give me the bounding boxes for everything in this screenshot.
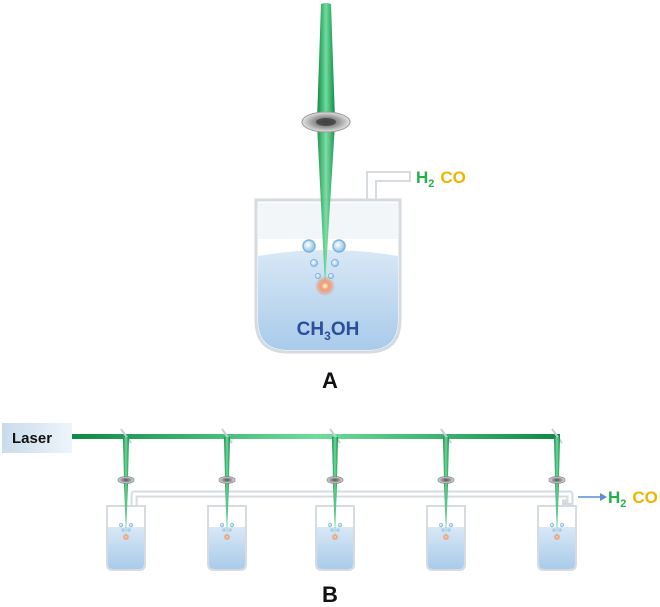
mirror-icon (120, 428, 132, 444)
h2-subscript-b: 2 (620, 498, 626, 510)
bubble-icon (447, 528, 451, 532)
bubble-icon (219, 522, 225, 528)
output-arrowhead (600, 493, 607, 501)
solution-label: CH3OH (297, 319, 360, 343)
lens-icon (326, 476, 344, 484)
plasma-glow-icon (315, 276, 335, 296)
plasma-glow-icon (553, 533, 561, 541)
bubble-icon (330, 528, 334, 532)
laser-beam-focused (124, 482, 128, 537)
methanol-solution (209, 527, 245, 569)
bubble-icon (559, 522, 565, 528)
bubble-icon (448, 522, 454, 528)
mirror-icon (329, 428, 341, 444)
bubble-icon (327, 522, 333, 528)
bubble-icon (229, 522, 235, 528)
bubble-icon (118, 522, 124, 528)
mirror-icon (221, 428, 233, 444)
bubble-icon (558, 528, 562, 532)
bubble-icon (315, 273, 321, 279)
lens-icon (117, 476, 135, 484)
laser-beam-down (554, 437, 560, 478)
bubble-icon (438, 522, 444, 528)
bubble-icon (336, 528, 340, 532)
laser-beam-down (224, 437, 230, 478)
laser-beam-incident (317, 3, 335, 120)
methanol-solution (258, 250, 398, 350)
mirror-icon (551, 428, 563, 444)
laser-beam-down (443, 437, 449, 478)
lens-icon (437, 476, 455, 484)
bubble-icon (128, 522, 134, 528)
bubble-icon (332, 239, 346, 253)
bubble-icon (121, 528, 125, 532)
methanol-solution (317, 527, 353, 569)
lens-center (316, 118, 336, 126)
laser-beam-focused (225, 482, 229, 537)
laser-beam-focused (555, 482, 559, 537)
bubble-icon (127, 528, 131, 532)
solution-pre: CH (297, 319, 324, 340)
methanol-solution (539, 527, 575, 569)
gas-outlet-tube (366, 171, 411, 200)
co-symbol-b: CO (632, 488, 658, 507)
laser-beam-horizontal (72, 434, 560, 439)
gas-manifold-inner (132, 492, 572, 510)
laser-beam-down (123, 437, 129, 478)
bubble-icon (549, 522, 555, 528)
h2-subscript: 2 (428, 178, 434, 190)
methanol-solution (108, 527, 144, 569)
plasma-glow-icon (122, 533, 130, 541)
reactor-array (106, 428, 577, 571)
laser-label: Laser (12, 430, 52, 447)
bubble-icon (337, 522, 343, 528)
h2-symbol: H (416, 168, 428, 187)
bubble-icon (441, 528, 445, 532)
product-label-a: H2 CO (416, 168, 466, 190)
product-label-b: H2 CO (608, 488, 658, 510)
plasma-glow-icon (331, 533, 339, 541)
mirror-icon (440, 428, 452, 444)
panel-label-a: A (322, 368, 338, 393)
panel-b: Laser H2 CO B (2, 423, 658, 607)
bubble-icon (552, 528, 556, 532)
lens-icon (218, 476, 236, 484)
lens-icon (548, 476, 566, 484)
laser-beam-focused (333, 482, 337, 537)
bubble-icon (331, 259, 339, 267)
laser-beam-focused (317, 124, 335, 286)
bubble-icon (302, 239, 316, 253)
laser-beam-down (332, 437, 338, 478)
bubble-icon (310, 259, 318, 267)
plasma-glow-icon (223, 533, 231, 541)
solution-post: OH (331, 319, 360, 340)
plasma-glow-icon (442, 533, 450, 541)
solution-sub: 3 (324, 329, 331, 343)
laser-source-box (2, 423, 72, 453)
panel-a: H2 CO CH3OH A (254, 3, 466, 393)
co-symbol: CO (440, 168, 466, 187)
methanol-solution (428, 527, 464, 569)
bubble-icon (228, 528, 232, 532)
h2-symbol-b: H (608, 488, 620, 507)
bubble-icon (222, 528, 226, 532)
laser-beam-focused (444, 482, 448, 537)
panel-label-b: B (322, 582, 338, 607)
